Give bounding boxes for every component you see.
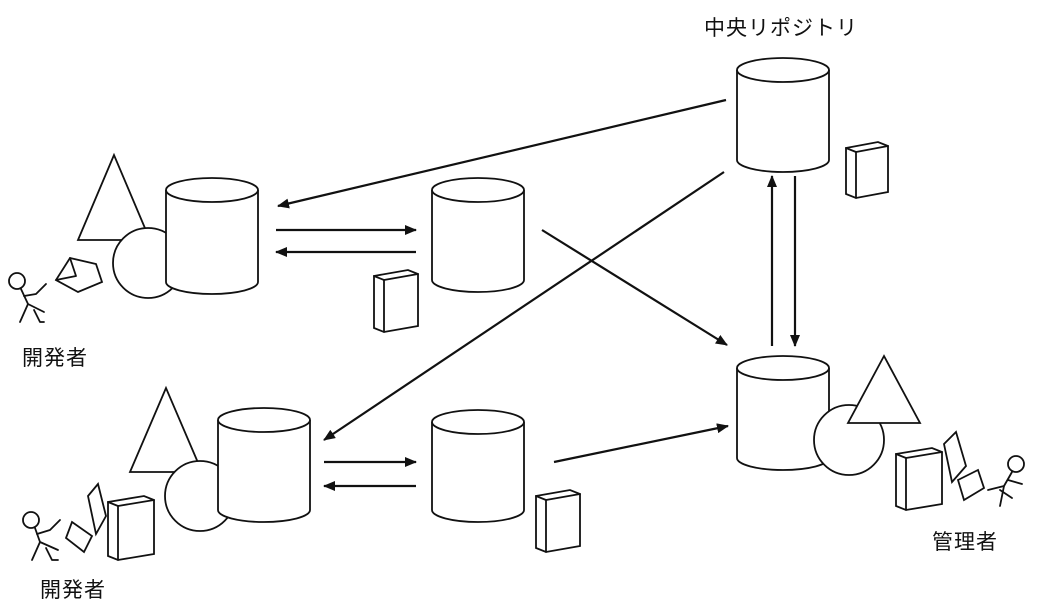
developer-bottom-triangle xyxy=(128,385,204,473)
arrow-intermediate-top-to-administrator xyxy=(541,229,728,346)
administrator-person-icon xyxy=(987,455,1025,507)
developer-top-triangle xyxy=(76,152,152,241)
developer-top-person-icon xyxy=(8,272,47,323)
developer-bottom-label: 開発者 xyxy=(40,578,106,602)
central-repository-cylinder xyxy=(736,57,830,173)
developer-bottom-laptop-icon xyxy=(64,482,107,554)
developer-top-label: 開発者 xyxy=(22,346,88,370)
administrator-label: 管理者 xyxy=(932,530,998,554)
developer-bottom-person-icon xyxy=(22,511,61,561)
developer-bottom-local-repository-cylinder xyxy=(217,407,311,523)
intermediate-bottom-cylinder xyxy=(431,409,525,523)
central-repository-server-box xyxy=(845,141,889,199)
administrator-repository-cylinder xyxy=(736,355,830,471)
arrow-central-to-developer-bottom xyxy=(323,171,725,441)
administrator-server-box xyxy=(895,447,943,511)
intermediate-top-server-box xyxy=(373,269,419,333)
developer-bottom-server-box xyxy=(107,495,155,561)
intermediate-top-cylinder xyxy=(431,177,525,293)
administrator-laptop-icon xyxy=(943,430,986,502)
administrator-triangle xyxy=(846,354,922,424)
central-repository-label: 中央リポジトリ xyxy=(704,16,858,40)
arrow-central-to-developer-top xyxy=(277,98,727,209)
arrow-intermediate-bottom-to-administrator xyxy=(553,423,729,464)
developer-top-laptop-icon xyxy=(54,256,104,293)
intermediate-bottom-server-box xyxy=(535,489,581,553)
developer-top-local-repository-cylinder xyxy=(165,177,259,295)
